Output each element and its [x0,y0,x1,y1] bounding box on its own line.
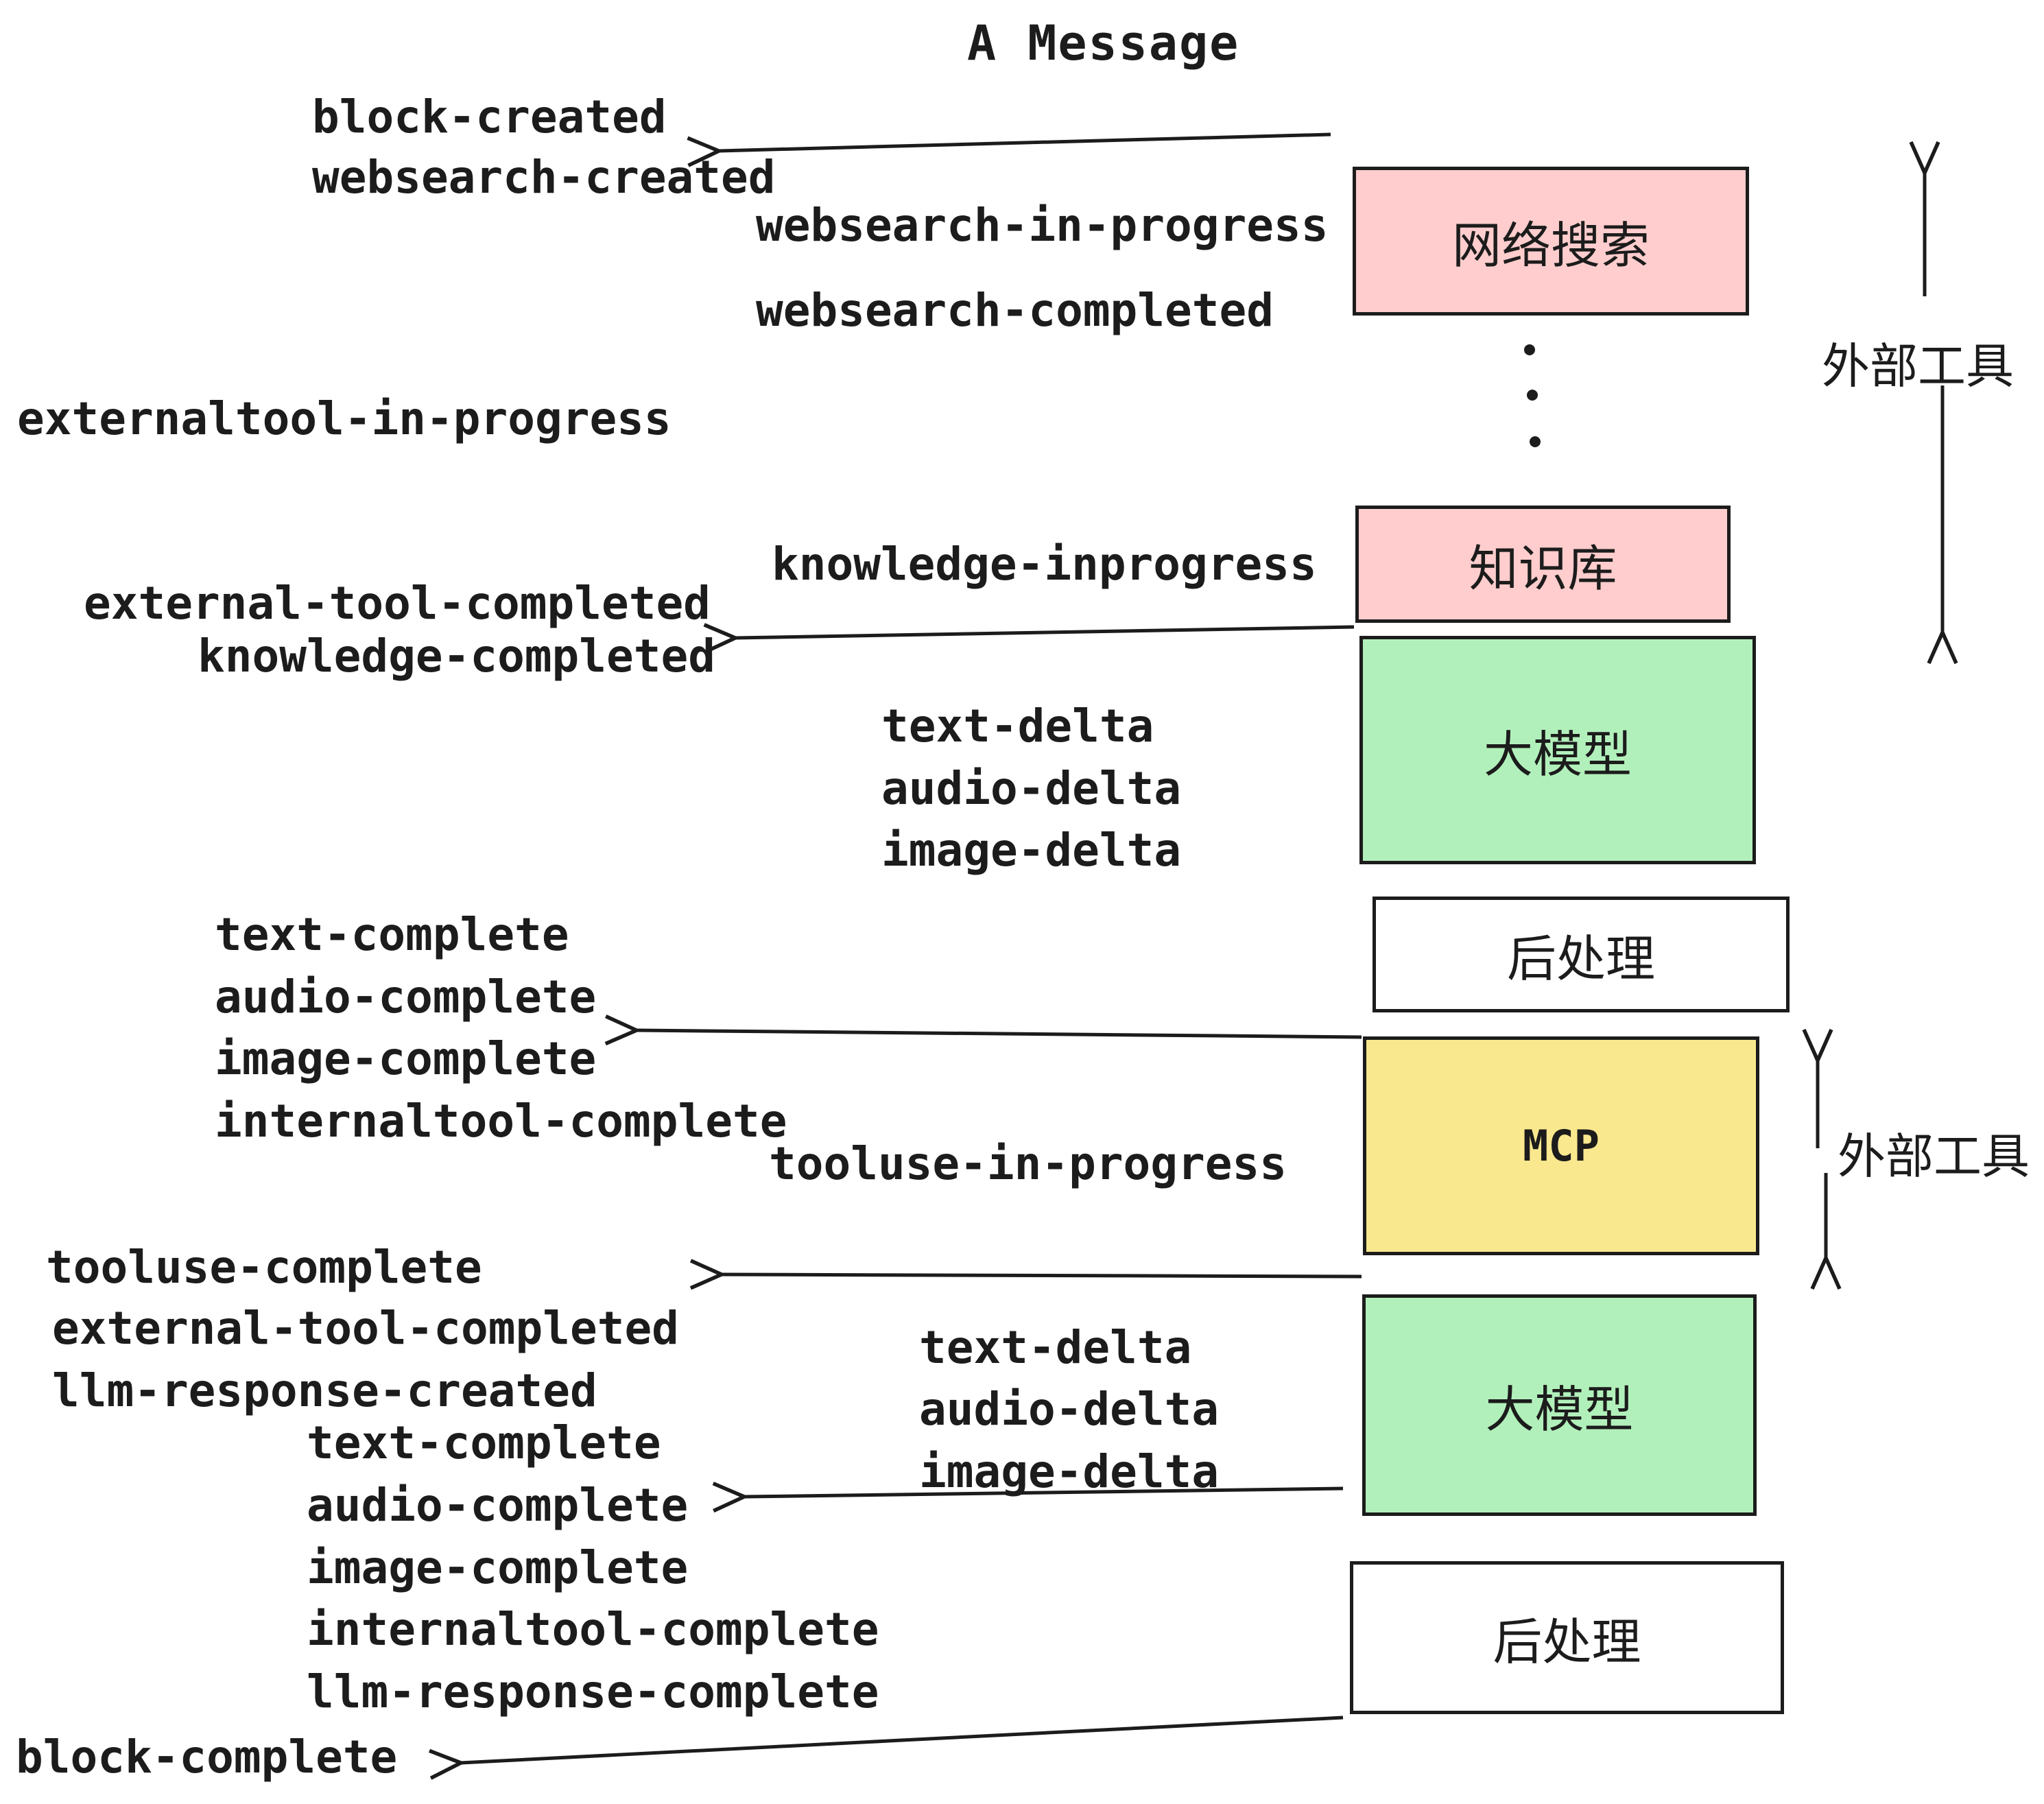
box-postprocess-1: 后处理 [1372,897,1790,1012]
diagram-title: A Message [967,15,1240,71]
event-image-complete-2: image-complete [307,1541,689,1594]
event-websearch-created: websearch-created [312,151,776,204]
box-llm-2: 大模型 [1362,1294,1757,1516]
external-tools-label-top: 外部工具 [1822,340,2014,393]
event-websearch-completed: websearch-completed [756,284,1274,337]
event-llm-response-created: llm-response-created [52,1364,597,1417]
box-llm-1: 大模型 [1359,636,1756,864]
event-text-complete-1: text-complete [215,908,569,961]
event-externaltool-in-progress: externaltool-in-progress [17,392,672,445]
event-audio-delta-2: audio-delta [919,1383,1220,1436]
event-image-delta-1: image-delta [881,824,1182,877]
event-image-complete-1: image-complete [215,1032,597,1085]
event-text-delta-1: text-delta [881,700,1154,752]
event-audio-complete-1: audio-complete [215,971,597,1023]
event-tooluse-complete: tooluse-complete [46,1241,482,1294]
event-internaltool-complete-1: internaltool-complete [215,1095,787,1148]
arrow-mcp-to-image-complete [604,1014,1362,1046]
event-llm-response-complete: llm-response-complete [307,1665,879,1718]
arrow-knowledge-to-completed [703,623,1355,654]
event-text-delta-2: text-delta [919,1321,1192,1374]
ellipsis-dot [1527,390,1538,401]
box-mcp: MCP [1363,1036,1759,1255]
arrow-post2-to-block-complete [429,1716,1344,1780]
event-knowledge-inprogress: knowledge-inprogress [772,538,1317,591]
event-audio-delta-1: audio-delta [881,762,1182,815]
event-external-tool-completed-1: external-tool-completed [84,577,711,630]
event-external-tool-completed-2: external-tool-completed [52,1302,679,1355]
event-knowledge-completed: knowledge-completed [198,630,715,683]
box-postprocess-2: 后处理 [1350,1561,1784,1714]
event-image-delta-2: image-delta [919,1445,1220,1498]
arrow-websearch-to-created [687,132,1331,167]
box-websearch: 网络搜索 [1353,167,1749,316]
event-tooluse-in-progress: tooluse-in-progress [769,1137,1287,1190]
external-tools-label-mcp: 外部工具 [1838,1130,2030,1183]
event-internaltool-complete-2: internaltool-complete [307,1603,879,1656]
event-audio-complete-2: audio-complete [307,1479,689,1532]
box-knowledge: 知识库 [1355,506,1731,623]
arrow-mcp-to-tooluse-complete [689,1259,1362,1290]
ellipsis-dot [1524,344,1535,355]
event-block-created: block-created [312,91,667,143]
ellipsis-dot [1530,436,1541,447]
event-text-complete-2: text-complete [307,1416,661,1469]
event-block-complete: block-complete [16,1731,398,1783]
event-websearch-in-progress: websearch-in-progress [756,199,1329,252]
